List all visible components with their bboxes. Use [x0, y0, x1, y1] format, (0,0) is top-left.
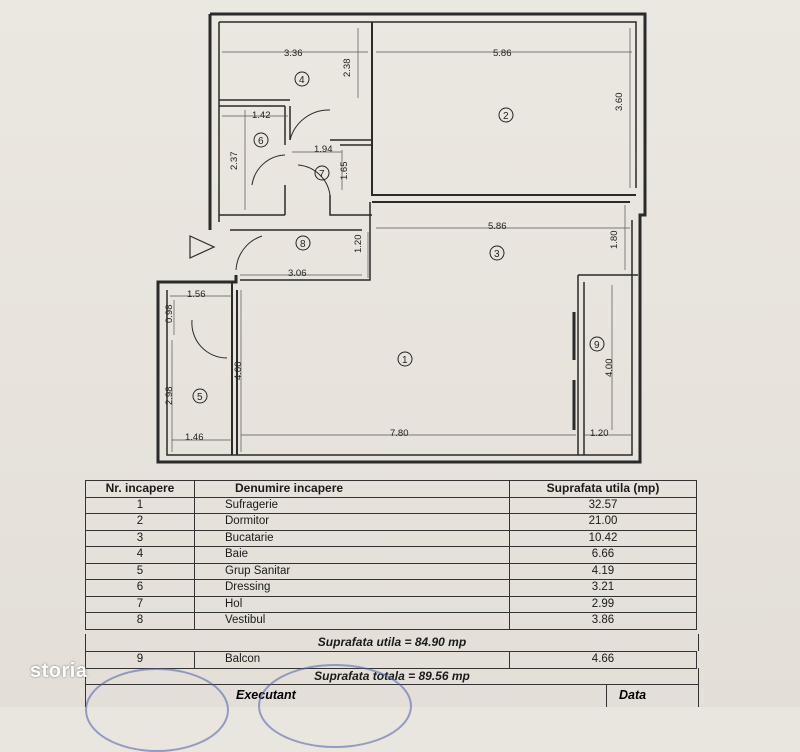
room-marker-5: 5 [197, 392, 203, 403]
room-markers: 1 2 3 4 5 6 7 8 9 [192, 71, 605, 404]
dim-label: 2.37 [229, 152, 240, 171]
cell-nr: 4 [85, 546, 195, 564]
cell-area: 6.66 [509, 546, 697, 564]
balcony-table: 9 Balcon 4.66 [85, 651, 697, 669]
floor-plan: 3.36 5.86 2.38 3.60 1.42 2.37 1.94 1.65 … [156, 12, 647, 464]
room-areas-table: Nr. incapere Denumire incapere Suprafata… [85, 480, 697, 630]
cell-nr: 5 [85, 562, 195, 580]
room-marker-7: 7 [319, 169, 325, 180]
dim-label: 4.00 [233, 362, 244, 381]
storia-logo: storia [30, 660, 88, 682]
cell-area: 32.57 [509, 496, 697, 514]
dim-label: 1.42 [252, 110, 271, 121]
cell-area: 10.42 [509, 529, 697, 547]
cell-name: Vestibul [194, 612, 510, 630]
dim-label: 4.00 [604, 359, 615, 378]
cell-name: Hol [194, 595, 510, 613]
cell-name: Baie [194, 546, 510, 564]
dim-label: 1.56 [187, 289, 206, 300]
dim-label: 5.86 [488, 221, 507, 232]
header-room-number: Nr. incapere [85, 480, 195, 498]
cell-name: Sufragerie [194, 496, 510, 514]
room-marker-3: 3 [494, 249, 500, 260]
cell-nr: 6 [85, 579, 195, 597]
dim-label: 0.98 [164, 305, 175, 324]
cell-nr: 8 [85, 612, 195, 630]
cell-nr: 7 [85, 595, 195, 613]
cell-area: 21.00 [509, 513, 697, 531]
cell-area: 3.86 [509, 612, 697, 630]
room-marker-6: 6 [258, 136, 264, 147]
room-marker-2: 2 [503, 111, 509, 122]
cell-area: 4.19 [509, 562, 697, 580]
cell-name: Grup Sanitar [194, 562, 510, 580]
dim-label: 5.86 [493, 48, 512, 59]
cell-area: 2.99 [509, 595, 697, 613]
cell-name: Dormitor [194, 513, 510, 531]
dim-label: 1.80 [609, 231, 620, 250]
dim-label: 1.20 [353, 235, 364, 254]
column-divider [606, 685, 607, 707]
cell-area: 3.21 [509, 579, 697, 597]
dim-label: 2.98 [164, 387, 175, 406]
room-marker-9: 9 [594, 340, 600, 351]
official-stamp [85, 668, 229, 752]
date-label: Data [619, 688, 647, 702]
dim-label: 7.80 [390, 428, 409, 439]
cell-nr: 2 [85, 513, 195, 531]
room-marker-8: 8 [300, 239, 306, 250]
dim-label: 1.46 [185, 432, 204, 443]
header-room-name: Denumire incapere [194, 480, 510, 498]
official-stamp [258, 664, 412, 748]
useful-area-total: Suprafata utila = 84.90 mp [85, 634, 699, 651]
dim-label: 2.38 [342, 59, 353, 78]
cell-nr: 3 [85, 529, 195, 547]
cell-nr: 9 [85, 651, 195, 669]
dim-label: 1.94 [314, 144, 333, 155]
dim-label: 1.65 [339, 162, 350, 181]
dim-label: 3.06 [288, 268, 307, 279]
room-marker-1: 1 [402, 355, 408, 366]
cell-area: 4.66 [509, 651, 697, 669]
table-row: 9 Balcon 4.66 [85, 651, 697, 669]
cell-nr: 1 [85, 496, 195, 514]
room-marker-4: 4 [299, 75, 305, 86]
table-header-row: Nr. incapere Denumire incapere Suprafata… [85, 480, 697, 498]
dim-label: 3.36 [284, 48, 303, 59]
cell-name: Dressing [194, 579, 510, 597]
dim-label: 1.20 [590, 428, 609, 439]
cell-name: Bucatarie [194, 529, 510, 547]
header-useful-area: Suprafata utila (mp) [509, 480, 697, 498]
dim-label: 3.60 [614, 93, 625, 112]
